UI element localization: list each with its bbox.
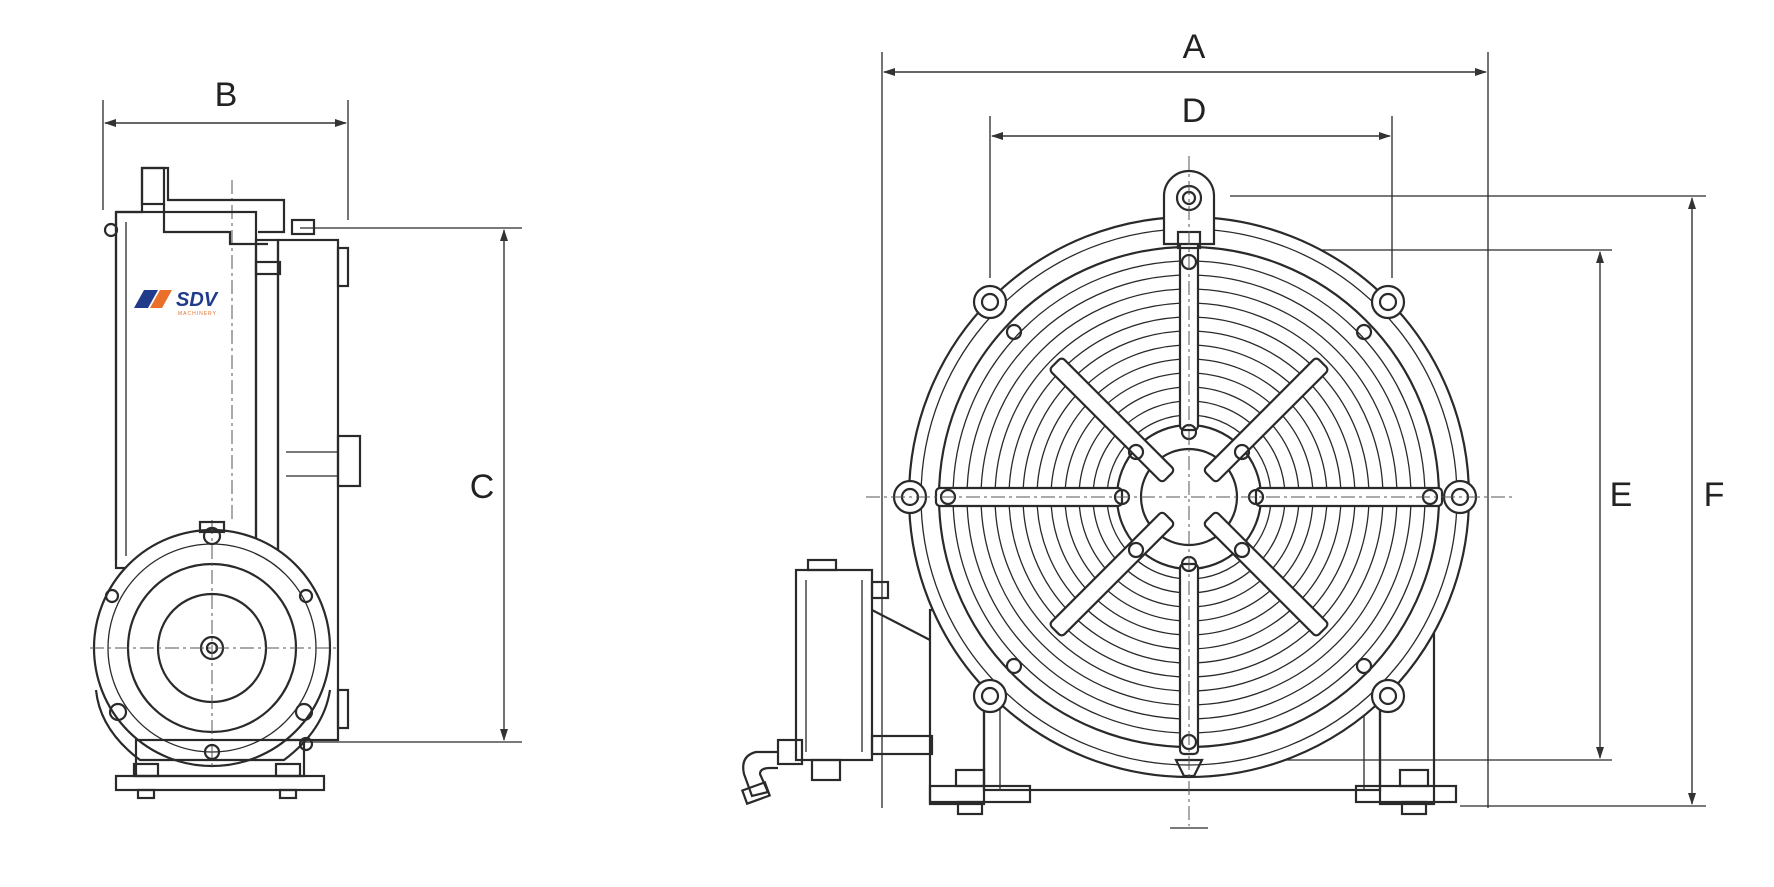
dimension-d: D <box>989 92 1393 278</box>
front-view: A D E F <box>740 28 1725 829</box>
front-junction-box <box>740 558 934 806</box>
dimension-c: C <box>300 227 522 743</box>
dimension-b-label: B <box>215 76 238 114</box>
dimension-b: B <box>102 76 349 220</box>
dimension-a-label: A <box>1183 28 1206 66</box>
fan-guard <box>892 169 1478 779</box>
dimension-f-label: F <box>1704 476 1725 514</box>
logo-accent-icon <box>150 290 172 308</box>
logo-mark-icon <box>134 290 158 308</box>
dimension-d-label: D <box>1182 92 1207 130</box>
side-base <box>114 736 326 800</box>
dimension-e-label: E <box>1610 476 1633 514</box>
logo-brand: SDV <box>176 289 219 311</box>
side-view: B C <box>90 76 522 800</box>
dimension-c-label: C <box>470 468 495 506</box>
dimension-a: A <box>881 28 1489 808</box>
logo-tagline: MACHINERY <box>178 311 217 317</box>
side-motor <box>90 520 336 770</box>
sdv-logo: SDV MACHINERY <box>134 289 219 317</box>
dimension-f: F <box>1230 195 1725 807</box>
